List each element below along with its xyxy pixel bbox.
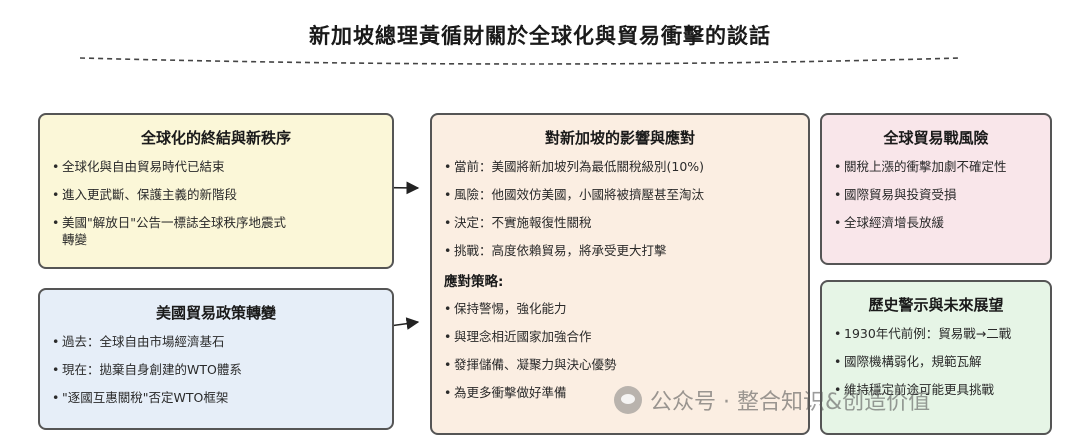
history-heading: 歷史警示與未來展望 [868,296,1004,314]
list-item: 發揮儲備、凝聚力與決心優勢 [444,356,796,373]
impact-heading: 對新加坡的影響與應對 [544,129,695,147]
list-item: 為更多衝擊做好準備 [444,384,796,401]
list-item: 與理念相近國家加強合作 [444,328,796,345]
list-item: 保持警惕，強化能力 [444,300,796,317]
trade-war-box: 全球貿易戰風險 關稅上漲的衝擊加劇不確定性 國際貿易與投資受損 全球經濟增長放緩 [820,113,1052,265]
watermark: 公众号 · 整合知识&创造价值 [614,384,930,416]
list-item: 風險：他國效仿美國，小國將被擠壓甚至淘汰 [444,186,796,203]
globalization-box: 全球化的終結與新秩序 全球化與自由貿易時代已結束 進入更武斷、保護主義的新階段 … [38,113,394,269]
us-policy-heading: 美國貿易政策轉變 [155,304,276,322]
us-policy-box: 美國貿易政策轉變 過去：全球自由市場經濟基石 現在：拋棄自身創建的WTO體系 "… [38,288,394,430]
strategy-list: 保持警惕，強化能力 與理念相近國家加強合作 發揮儲備、凝聚力與決心優勢 為更多衝… [444,300,796,401]
list-item: 挑戰：高度依賴貿易，將承受更大打擊 [444,242,796,259]
list-item: 維持穩定前途可能更具挑戰 [834,381,1038,398]
watermark-text: 公众号 · 整合知识&创造价值 [650,390,931,415]
list-item: "逐國互惠關稅"否定WTO框架 [52,389,380,406]
trade-war-heading: 全球貿易戰風險 [883,129,989,147]
impact-box: 對新加坡的影響與應對 當前：美國將新加坡列為最低關稅級別(10%) 風險：他國效… [430,113,810,435]
list-item: 現在：拋棄自身創建的WTO體系 [52,361,380,378]
history-list: 1930年代前例：貿易戰→二戰 國際機構弱化，規範瓦解 維持穩定前途可能更具挑戰 [834,325,1038,398]
impact-list: 當前：美國將新加坡列為最低關稅級別(10%) 風險：他國效仿美國，小國將被擠壓甚… [444,158,796,259]
strategy-heading: 應對策略: [444,274,504,290]
trade-war-list: 關稅上漲的衝擊加劇不確定性 國際貿易與投資受損 全球經濟增長放緩 [834,158,1038,231]
list-item: 國際貿易與投資受損 [834,186,1038,203]
globalization-heading: 全球化的終結與新秩序 [140,129,291,147]
list-item: 當前：美國將新加坡列為最低關稅級別(10%) [444,158,796,175]
list-item: 過去：全球自由市場經濟基石 [52,333,380,350]
globalization-list: 全球化與自由貿易時代已結束 進入更武斷、保護主義的新階段 美國"解放日"公告一標… [52,158,380,248]
list-item: 1930年代前例：貿易戰→二戰 [834,325,1038,342]
list-item: 決定：不實施報復性關稅 [444,214,796,231]
list-item: 進入更武斷、保護主義的新階段 [52,186,380,203]
list-item: 關稅上漲的衝擊加劇不確定性 [834,158,1038,175]
title-underline [79,57,961,65]
list-item: 美國"解放日"公告一標誌全球秩序地震式轉變 [52,214,292,248]
wechat-icon [614,386,642,414]
diagram-title: 新加坡總理黃循財關於全球化與貿易衝擊的談話 [309,23,771,48]
list-item: 國際機構弱化，規範瓦解 [834,353,1038,370]
us-policy-list: 過去：全球自由市場經濟基石 現在：拋棄自身創建的WTO體系 "逐國互惠關稅"否定… [52,333,380,406]
list-item: 全球化與自由貿易時代已結束 [52,158,380,175]
list-item: 全球經濟增長放緩 [834,214,1038,231]
history-box: 歷史警示與未來展望 1930年代前例：貿易戰→二戰 國際機構弱化，規範瓦解 維持… [820,280,1052,435]
